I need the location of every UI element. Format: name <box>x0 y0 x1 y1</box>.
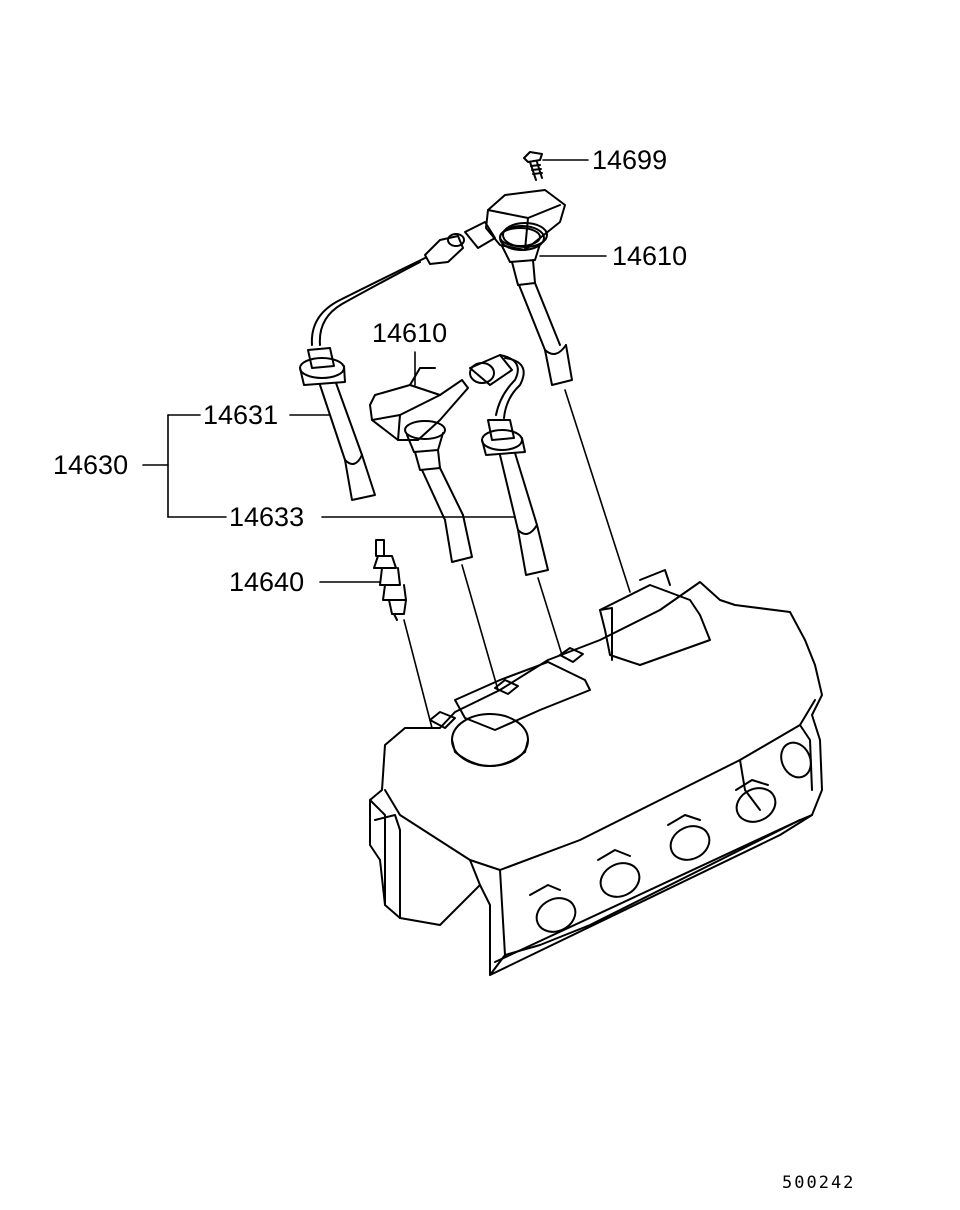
cable-14631 <box>300 234 464 500</box>
label-cable-upper: 14631 <box>203 400 279 430</box>
ignition-coil-upper <box>465 190 572 385</box>
cylinder-head <box>370 570 822 975</box>
bolt-14699 <box>524 152 542 180</box>
label-cable-set: 14630 <box>53 450 129 480</box>
cable-14633 <box>470 355 548 575</box>
label-cable-lower: 14633 <box>229 502 305 532</box>
installation-lines <box>404 390 630 728</box>
label-spark-plug: 14640 <box>229 567 305 597</box>
leader-lines <box>143 160 606 582</box>
label-bolt: 14699 <box>592 145 668 175</box>
spark-plug <box>374 540 406 620</box>
ignition-coil-lower <box>370 368 472 562</box>
label-coil-lower: 14610 <box>372 318 448 348</box>
diagram-reference-number: 500242 <box>782 1173 856 1193</box>
label-coil-upper: 14610 <box>612 241 688 271</box>
